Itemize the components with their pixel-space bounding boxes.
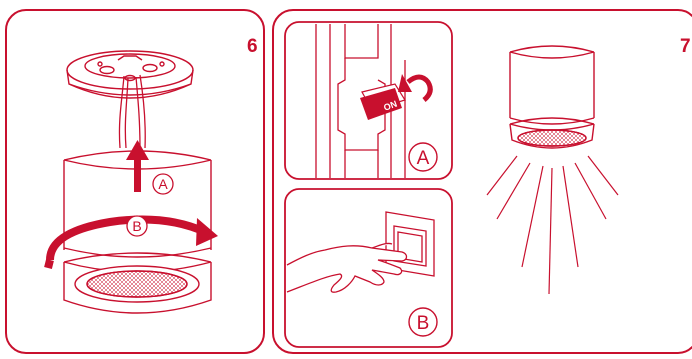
breaker-label-circle: A xyxy=(408,142,438,172)
luminaire-body xyxy=(63,150,212,314)
step-7-number: 7 xyxy=(680,36,691,57)
light-rays xyxy=(486,155,619,295)
breaker-label-text: A xyxy=(417,148,430,169)
connection-wires xyxy=(118,74,146,149)
breaker-flip-arrow xyxy=(398,74,433,102)
label-b-text: B xyxy=(132,218,141,234)
lit-luminaire xyxy=(509,45,595,149)
rotate-arrow xyxy=(44,215,218,269)
hand-outline xyxy=(286,242,408,293)
label-a-text: A xyxy=(158,176,168,192)
breaker-panel: ON A xyxy=(284,21,453,180)
breaker-toggle: ON xyxy=(360,83,406,120)
wall-switch-panel: B xyxy=(284,188,453,348)
step-6-number: 6 xyxy=(247,36,258,57)
wall-switch-label-text: B xyxy=(417,313,430,334)
label-b-circle: B xyxy=(126,215,148,237)
pull-arrow xyxy=(126,140,149,192)
mounting-plate xyxy=(66,50,194,99)
breaker-on-text: ON xyxy=(382,99,398,113)
wall-switch-label-circle: B xyxy=(408,307,438,337)
label-a-circle: A xyxy=(152,173,174,195)
step-7-frame xyxy=(272,9,692,354)
step-6-panel: 6 xyxy=(5,9,265,354)
step-6-frame xyxy=(5,9,265,354)
step-7-panel: 7 ON xyxy=(272,9,692,354)
